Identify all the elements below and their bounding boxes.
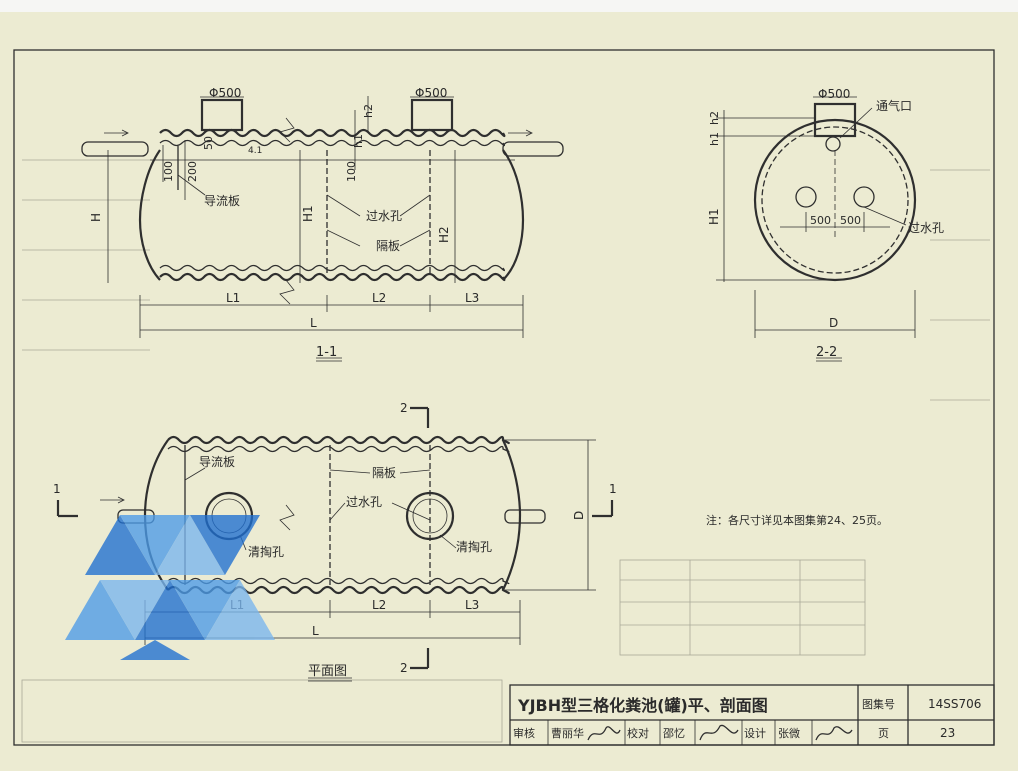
note-text: 注：各尺寸详见本图集第24、25页。	[706, 513, 888, 527]
page-label: 页	[878, 727, 889, 740]
dim-H1: H1	[301, 205, 315, 222]
phi-right-11: Φ500	[415, 86, 447, 100]
sig-review-name: 曹丽华	[551, 726, 584, 740]
section-1-1: 4.1	[81, 96, 564, 362]
watermark-logo	[65, 515, 275, 660]
dim-h1-22: h1	[708, 132, 721, 146]
dim-h2-22: h2	[708, 111, 721, 125]
sig-check-label: 校对	[627, 726, 649, 740]
cleanout-right-plan	[405, 491, 455, 541]
callout-partition-plan: 隔板	[372, 466, 396, 480]
sig-review-label: 审核	[513, 726, 535, 740]
watermark-triangle	[120, 640, 190, 660]
hole-right-22	[853, 186, 875, 208]
sig-design-name: 张微	[778, 726, 800, 740]
section-mark-2-top: 2	[400, 401, 408, 415]
manhole-left-11	[200, 98, 244, 132]
page-number: 23	[940, 726, 955, 740]
dim-500-left: 500	[810, 214, 831, 227]
sig-design-label: 设计	[744, 727, 766, 740]
watermark-triangle	[85, 515, 155, 575]
dim-L2-plan: L2	[372, 598, 386, 612]
tank-body-11	[138, 149, 161, 281]
outlet-pipe-11	[502, 141, 564, 157]
sig-check-name: 邵忆	[663, 727, 685, 740]
drawing-frame	[13, 49, 995, 746]
watermark-triangle	[135, 580, 205, 640]
watermark-triangle	[65, 580, 135, 640]
inlet-pipe-11	[81, 141, 149, 157]
callout-hole-11: 过水孔	[366, 209, 402, 223]
outlet-pipe-plan	[504, 509, 546, 524]
callout-vent-22: 通气口	[876, 98, 912, 113]
section-label-11: 1-1	[316, 345, 337, 360]
watermark-triangle	[205, 580, 275, 640]
callout-cleanout-left: 清掏孔	[248, 544, 284, 559]
signature-mark-check	[699, 724, 739, 741]
dim-H: H	[89, 213, 103, 222]
dim-L-11: L	[310, 316, 317, 330]
section-mark-2-bottom: 2	[400, 661, 408, 675]
callout-hole-plan: 过水孔	[346, 495, 382, 509]
manhole-right-11	[410, 98, 454, 132]
signature-mark-review	[587, 726, 621, 741]
dim-100-mid: 100	[345, 161, 358, 182]
dim-h1-11: h1	[352, 134, 365, 148]
section-mark-1-right: 1	[609, 482, 617, 496]
hole-left-22	[795, 186, 817, 208]
dim-L3-11: L3	[465, 291, 479, 305]
dim-H1-22: H1	[707, 208, 721, 225]
section-label-22: 2-2	[816, 345, 837, 360]
dim-L-plan: L	[312, 624, 319, 638]
dim-D-plan: D	[572, 511, 586, 520]
watermark-triangle	[155, 515, 225, 575]
manhole-22	[813, 102, 857, 138]
callout-partition-11: 隔板	[376, 239, 400, 253]
dim-L1-11: L1	[226, 291, 240, 305]
callout-deflector-11: 导流板	[204, 194, 240, 208]
svg-text:4.1: 4.1	[248, 146, 262, 156]
top-margin	[0, 0, 1018, 12]
signature-mark-design	[815, 726, 853, 741]
dim-L3-plan: L3	[465, 598, 479, 612]
dim-D-22: D	[829, 316, 838, 330]
dim-h2-11: h2	[362, 104, 375, 118]
dim-50: 50	[202, 136, 215, 150]
bleed-through-table	[21, 159, 990, 743]
section-mark-1-left: 1	[53, 482, 61, 496]
callout-hole-22: 过水孔	[908, 221, 944, 235]
atlas-label: 图集号	[862, 697, 895, 711]
watermark-triangle	[190, 515, 260, 575]
dim-H2: H2	[437, 226, 451, 243]
dim-200: 200	[186, 161, 199, 182]
plan-label: 平面图	[308, 664, 347, 679]
callout-deflector-plan: 导流板	[199, 455, 235, 469]
watermark-triangle	[170, 580, 240, 640]
title-block	[509, 684, 995, 746]
dim-L2-11: L2	[372, 291, 386, 305]
dim-500-right: 500	[840, 214, 861, 227]
watermark-triangle	[100, 580, 170, 640]
atlas-number: 14SS706	[928, 697, 981, 711]
vent-pipe-22	[825, 136, 841, 152]
dim-100-left: 100	[162, 161, 175, 182]
section-2-2	[716, 96, 917, 362]
watermark-triangle	[120, 515, 190, 575]
phi-22: Φ500	[818, 87, 850, 101]
callout-cleanout-right: 清掏孔	[456, 539, 492, 554]
phi-left-11: Φ500	[209, 86, 241, 100]
drawing-title: YJBH型三格化粪池(罐)平、剖面图	[517, 696, 768, 715]
